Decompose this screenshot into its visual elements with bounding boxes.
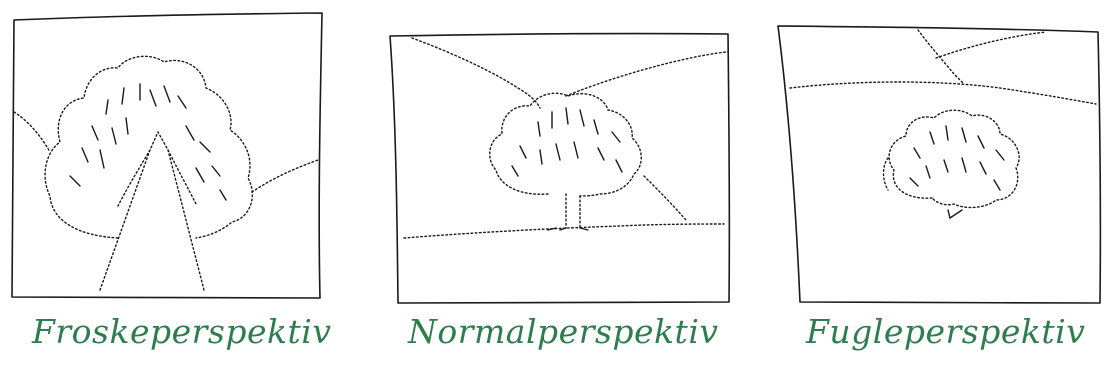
hill-right	[566, 52, 728, 96]
tree-trunk	[566, 194, 580, 228]
panel-frame	[778, 26, 1100, 303]
tree-crown	[889, 110, 1019, 207]
tree-trunk	[100, 132, 204, 290]
panel-fugleperspektiv	[778, 26, 1100, 303]
hill-left	[412, 38, 540, 108]
caption-normalperspektiv: Normalperspektiv	[408, 312, 719, 351]
leaf-strokes	[70, 84, 226, 200]
horizon-field	[790, 82, 1096, 104]
field-line-2	[936, 32, 1046, 58]
crown-edge	[884, 158, 889, 190]
leaf-strokes	[512, 108, 622, 176]
caption-fugleperspektiv: Fugleperspektiv	[806, 312, 1085, 351]
horizon-ground	[404, 224, 724, 238]
horizon-right	[252, 160, 318, 192]
ground-slope	[644, 176, 686, 220]
leaf-strokes	[910, 126, 1004, 190]
panel-frame	[12, 13, 322, 298]
horizon-left	[14, 112, 50, 152]
panel-frame	[390, 34, 729, 303]
tree-crown	[45, 56, 252, 238]
panel-normalperspektiv	[390, 34, 729, 303]
trunk-branch-left	[118, 150, 150, 206]
tree-trunk	[948, 210, 962, 218]
panel-froskeperspektiv	[12, 13, 322, 298]
caption-froskeperspektiv: Froskeperspektiv	[32, 312, 331, 351]
trunk-branch-right	[168, 150, 196, 204]
